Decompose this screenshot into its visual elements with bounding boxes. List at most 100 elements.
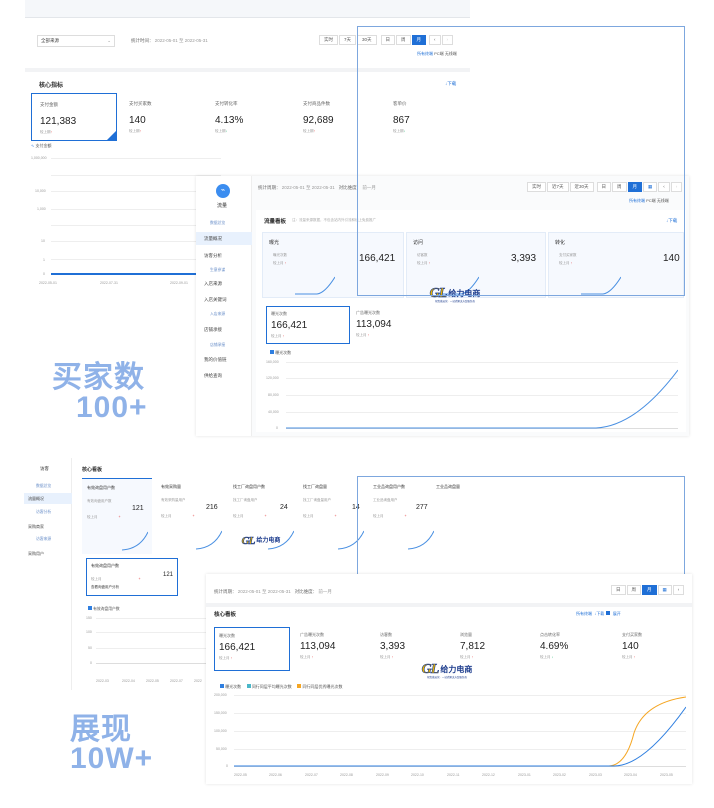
card-value: 121 [163,572,174,578]
y-tick: 50,000 [216,747,227,751]
btn-week[interactable]: 周 [396,35,411,45]
y-tick: 100 [86,630,92,634]
sidenav-sub[interactable]: 生意参谋 [210,268,226,272]
buyers-card[interactable]: 有效采购量 有效采购量用户 216 较上月 + [156,478,224,554]
btn-month[interactable]: 月 [411,35,427,45]
buyers-card[interactable]: 找工厂询盘用户数 找工厂询盘用户 24 较上月 + [228,478,296,554]
exposure-metric-card[interactable]: 浏览量 7,812 较上月 ↑ [456,627,532,671]
metric-compare: 较上月 ↓ [540,655,553,660]
gridline [51,241,221,242]
y-tick: 0 [276,426,278,430]
metric-card[interactable]: 支付买家数 140 较上期↑ [125,93,211,141]
metric-card[interactable]: 支付商品件数 92,689 较上期↑ [299,93,385,141]
metric-compare: 较上月 ↑ [622,655,635,660]
sidenav-item-source[interactable]: 入店来源 [204,281,222,286]
btn-realtime[interactable]: 实时 [319,35,338,45]
metric-trend-icon: ↑ [139,129,142,133]
prev-arrow-icon[interactable]: ‹ [658,182,670,192]
prev-arrow-icon[interactable]: ‹ [429,35,441,45]
metric-value: 92,689 [303,115,334,126]
sidenav-item[interactable]: 采购商家 [28,524,44,529]
sidenav-active-bg [24,493,72,504]
btn-month[interactable]: 月 [627,182,643,192]
download-link[interactable]: ↓下载 [594,611,605,616]
buyers-card[interactable]: 工业品询盘量 [436,478,470,554]
btn-month[interactable]: 月 [642,585,657,595]
compare-label: 较上月 [380,655,391,659]
y-tick: 1,000,000 [31,156,47,160]
btn-30d[interactable]: 近30天 [569,182,594,192]
exposure-metric-card[interactable]: 支付买家数 140 较上月 ↑ [618,627,690,671]
sidenav-item-store[interactable]: 店铺承接 [204,327,222,332]
filter-checkbox[interactable] [606,611,611,615]
btn-7d[interactable]: 近7天 [547,182,569,192]
sidenav-item-visitor-analysis[interactable]: 访客分析 [204,253,222,258]
x-tick: 2023-02 [553,773,566,777]
metric-card[interactable]: 支付金额 121,383 较上期↑ [31,93,117,141]
metric-card[interactable]: 客单价 867 较上期↓ [389,93,469,141]
sidenav-item[interactable]: 数据总览 [36,484,52,488]
link-all-terminals[interactable]: 所有终端 [417,51,433,56]
sidenav-item-supply[interactable]: 供给查询 [204,373,222,378]
sidenav-item[interactable]: 访客分析 [36,510,52,514]
prev-arrow-icon[interactable]: ‹ [672,585,685,595]
exposure-metric-card[interactable]: 曝光次数 166,421 较上月 ↑ [214,627,290,671]
funnel-stage: 转化 支付买家数 较上月 ↑ 140 [548,232,684,298]
logo-slogan: 帮您做运营 · 一站式解决方案服务商 [435,300,475,303]
chevron-down-icon: ⌄ [107,38,111,43]
sidenav-item-flow-overview[interactable]: 流量概况 [204,236,222,241]
btn-week[interactable]: 周 [612,182,627,192]
flow-stats-period: 统计周期： 2022-05-01 至 2022-05-31 对比维度： 前一月 [258,185,376,191]
y-tick: 40,000 [268,410,279,414]
flow-download-link[interactable]: ↓下载 [666,218,678,223]
btn-7d[interactable]: 7天 [339,35,357,45]
expand-link[interactable]: 展开 [612,611,621,616]
metric-trend-icon: ↓ [403,129,406,133]
btn-week[interactable]: 周 [626,585,641,595]
buyers-card[interactable]: 找工厂询盘量 找工厂询盘量用户 14 较上月 + [298,478,366,554]
link-wireless[interactable]: 无线端 [656,198,669,203]
calendar-icon[interactable]: ▦ [657,585,672,595]
exposure-metric-card[interactable]: 访客数 3,393 较上月 ↑ [376,627,452,671]
buyers-card[interactable]: 工业品询盘用户数 工业品询盘用户 277 较上月 + [368,478,436,554]
card-compare: 较上月 + [373,514,407,519]
ad-card[interactable]: 广告曝光次数 113,094 较上月 ↑ [354,306,438,344]
selected-inquiry-card[interactable]: 有效询盘用户数 121 较上月 + 查看询盘用户分析 [86,558,178,596]
link-all-terminals[interactable]: 所有终端 [576,611,592,616]
card-link[interactable]: 查看询盘用户分析 [91,585,119,589]
btn-day[interactable]: 日 [596,182,612,192]
sidenav-sub[interactable]: 数据总览 [210,221,226,225]
sidenav-item[interactable]: 访客来源 [36,537,52,541]
link-pc[interactable]: PC端 [434,51,444,56]
sidenav-sub[interactable]: 入店来源 [210,312,226,316]
source-select[interactable]: 全部来源 ⌄ [37,35,115,47]
sidenav-item[interactable]: 采购用户 [28,551,44,556]
link-wireless[interactable]: 无线端 [444,51,457,56]
expo-card[interactable]: 曝光次数 166,421 较上月 ↑ [266,306,350,344]
btn-day[interactable]: 日 [380,35,396,45]
next-arrow-icon[interactable]: › [441,35,454,45]
metric-card[interactable]: 支付转化率 4.13% 较上期↓ [211,93,297,141]
stage-compare: 较上月 ↑ [273,261,286,266]
sidenav-item-keyword[interactable]: 入店关键词 [204,297,227,302]
trend-icon: + [192,514,195,518]
top-download-link[interactable]: ↓下载 [445,81,457,86]
btn-realtime[interactable]: 实时 [527,182,546,192]
next-arrow-icon[interactable]: › [670,182,683,192]
buyers-card[interactable]: 有效询盘用户数 有效询盘用户数 121 较上月 + [82,478,152,554]
btn-day[interactable]: 日 [611,585,626,595]
sidenav-sub[interactable]: 店铺承接 [210,343,226,347]
gridline [51,259,221,260]
sidenav-item-active[interactable]: 流量概况 [28,496,44,501]
sidenav-item-value-chain[interactable]: 我的价值链 [204,357,227,362]
exposure-metric-card[interactable]: 点击转化率 4.69% 较上月 ↓ [536,627,612,671]
card-compare: 较上月 + [91,577,141,582]
metric-value: 4.69% [540,641,569,652]
core-title: 核心指标 [39,83,64,89]
link-pc[interactable]: PC端 [646,198,656,203]
y-tick: 0 [226,764,228,768]
legend-label: 同行同层优秀曝光次数 [302,684,343,689]
link-all-terminals[interactable]: 所有终端 [629,198,645,203]
exposure-metric-card[interactable]: 广告曝光次数 113,094 较上月 ↑ [296,627,372,671]
calendar-icon[interactable]: ▦ [643,182,658,192]
